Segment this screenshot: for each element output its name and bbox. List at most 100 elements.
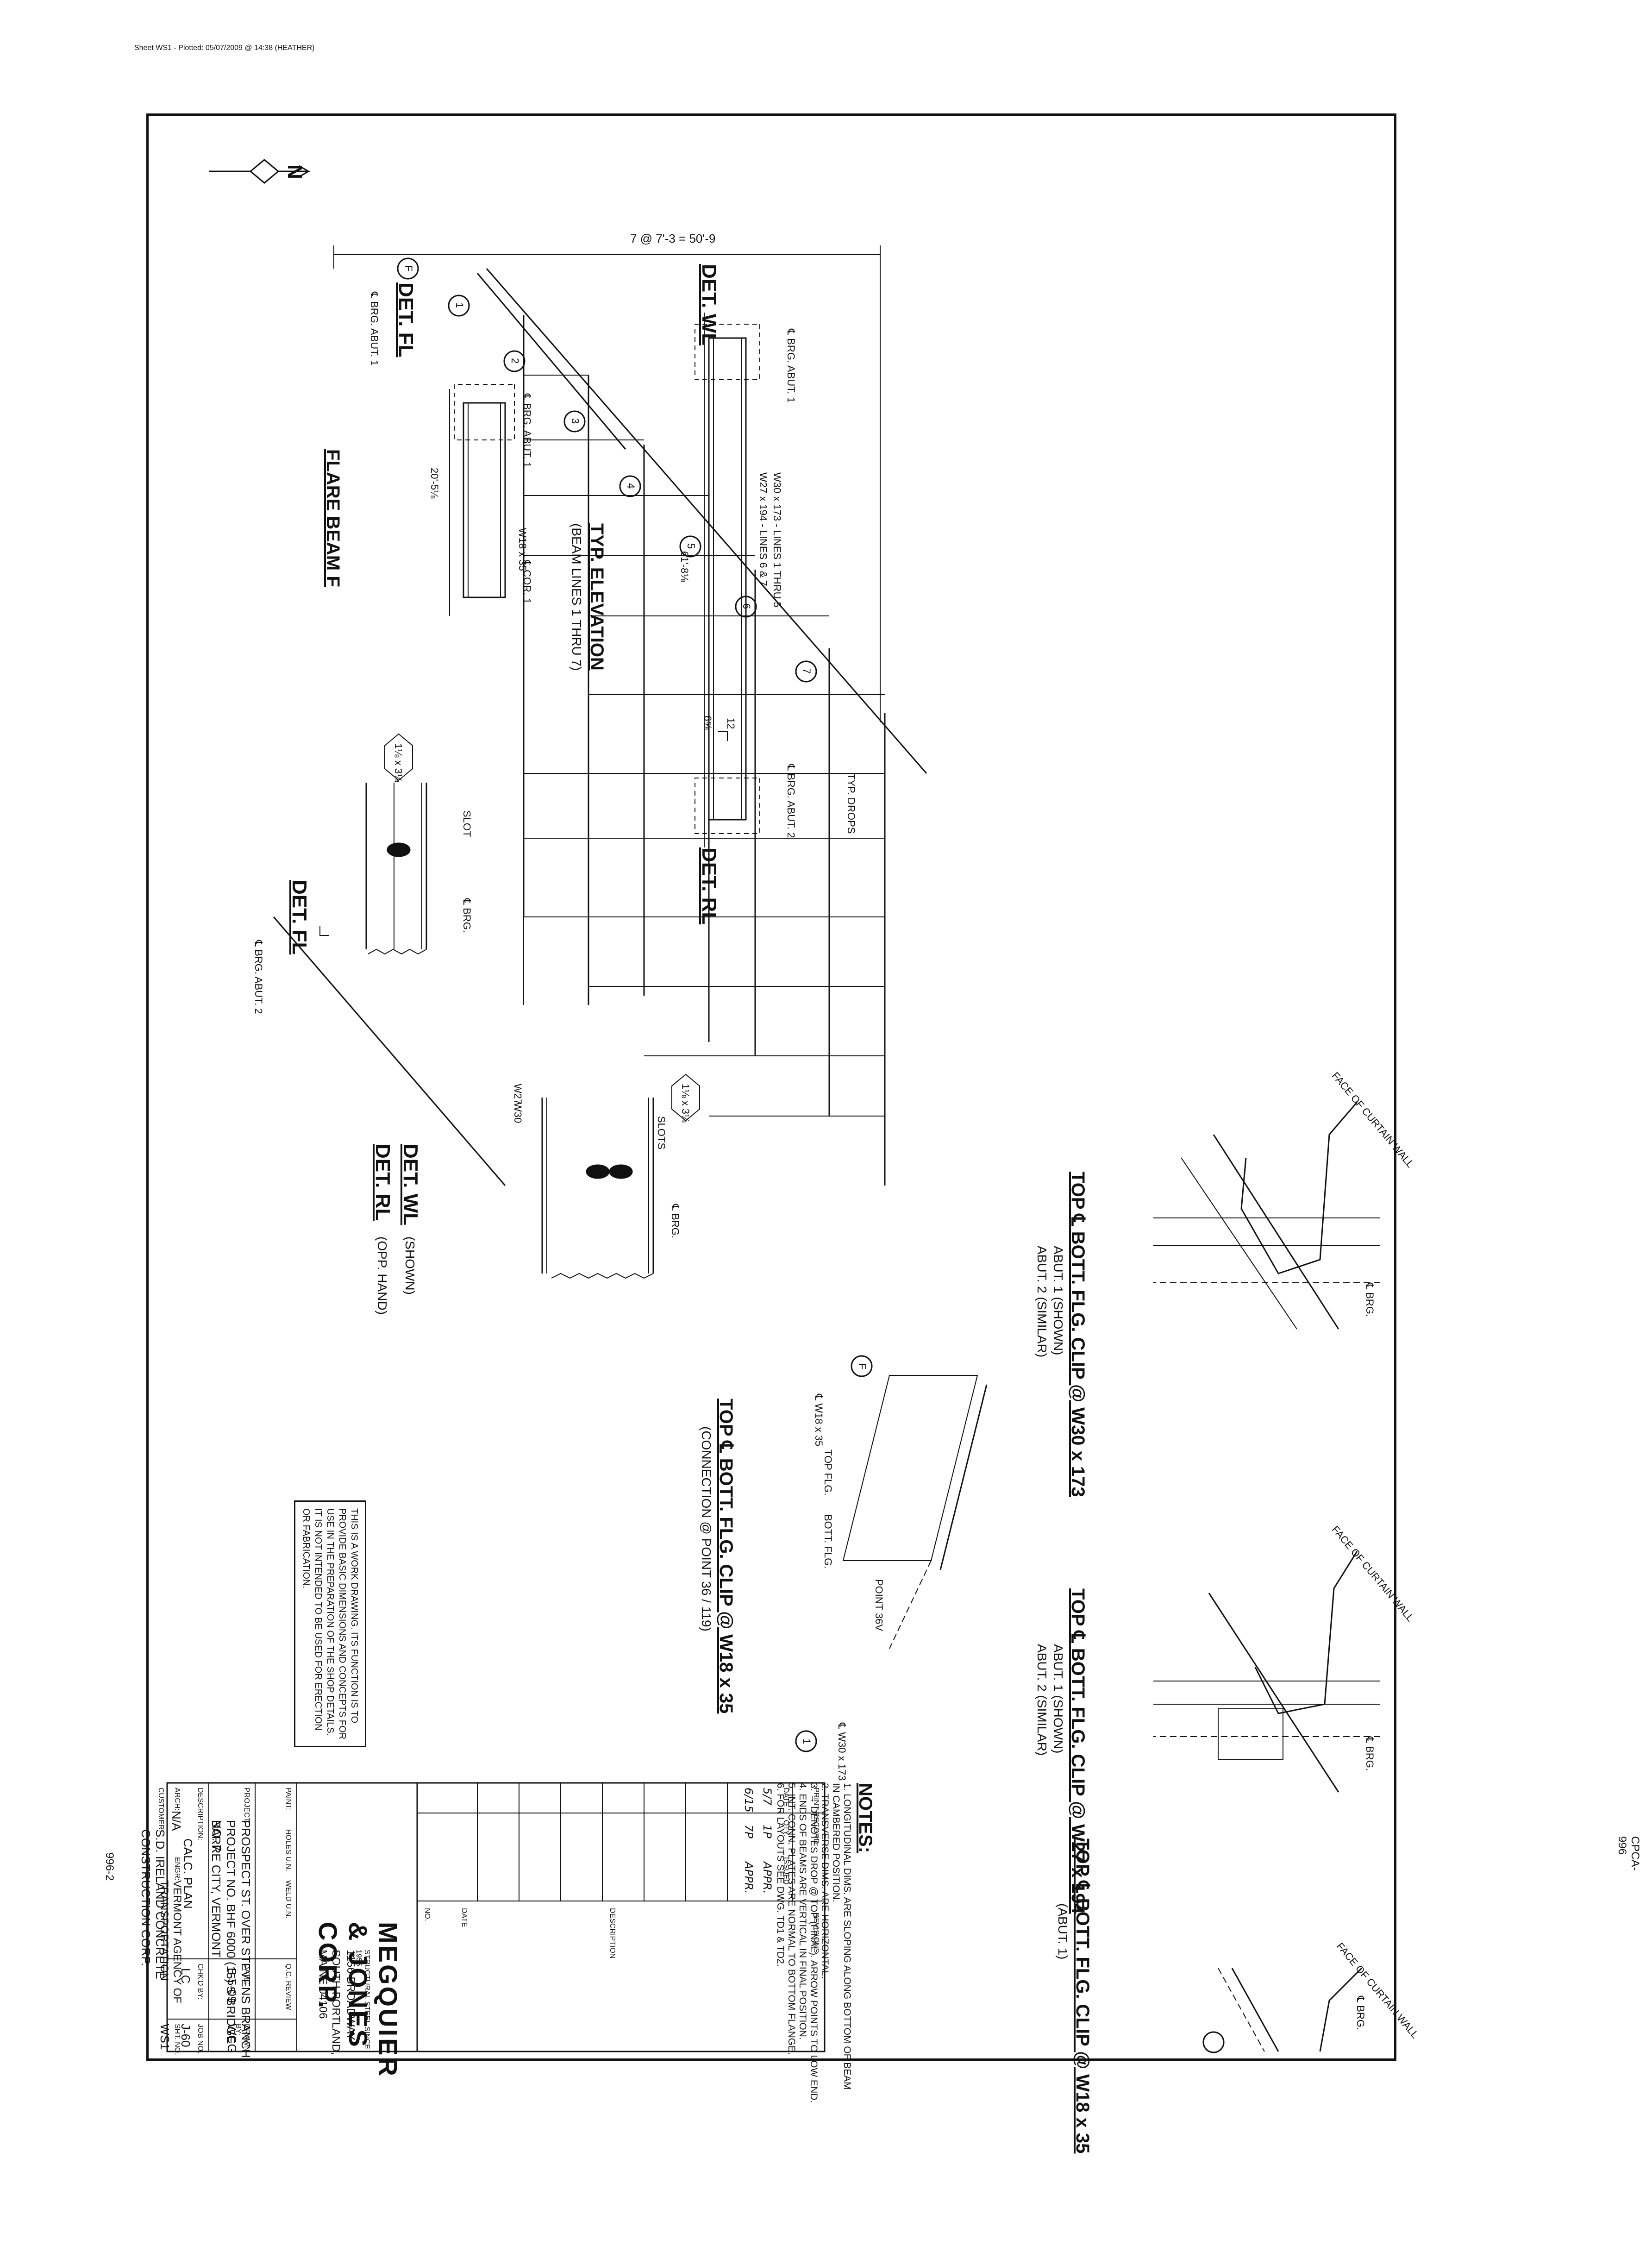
beam-line-6: 6 <box>741 603 752 609</box>
det-rl-callout: DET. RL <box>698 847 720 925</box>
typ-drops-label: TYP. DROPS <box>845 773 857 834</box>
det-wl-brg: ℄ BRG. <box>670 1204 681 1239</box>
note-line: 5. INT. CONN. PLATES ARE NORMAL TO BOTTO… <box>786 1783 797 2055</box>
det-rl-opp: (OPP. HAND) <box>375 1236 389 1315</box>
beam-line-2: 2 <box>509 358 521 364</box>
typ-elevation-subtitle: (BEAM LINES 1 THRU 7) <box>569 523 584 671</box>
footer-ref-right: CPCA-996 <box>1616 1836 1641 1871</box>
beam-note-1: W30 x 173 - LINES 1 THRU 5 <box>771 472 783 608</box>
drawing-geometry <box>166 159 1380 2053</box>
conn-w30-label: ℄ W30 x 173 <box>836 1723 848 1781</box>
sheet-no-label: SHT. NO. <box>173 2024 181 2055</box>
rev-col-no: NO. <box>423 1908 431 1921</box>
print-row-issued: APPR. <box>742 1862 755 1894</box>
det-wl-slot-size: 1⅛ x 3¼ <box>680 1084 691 1123</box>
det-wl-shown: (SHOWN) <box>403 1236 417 1295</box>
det-wl-slots-label: SLOTS <box>656 1116 667 1150</box>
weld-label: WELD U.N. <box>284 1880 292 1919</box>
note-line: 4. ENDS OF BEAMS ARE VERTICAL IN FINAL P… <box>797 1783 808 2040</box>
description-label: DESCRIPTION: <box>196 1788 204 1840</box>
clip-w18-geometry <box>1202 1967 1363 2053</box>
skew-run: 12 <box>725 718 737 729</box>
print-row-qty: 7P <box>742 1825 755 1838</box>
holes-label: HOLES U.N. <box>284 1829 292 1871</box>
flare-beam-geometry <box>449 384 515 616</box>
conn-detail-title: TOP ℄ BOTT. FLG. CLIP @ W18 x 35 <box>716 1399 736 1714</box>
print-row-qty: 1P <box>761 1825 774 1838</box>
drawing-area: N 7 @ 7'-3 = 50'-9 ℄ BRG. ABUT. 1 ℄ BRG.… <box>139 116 1421 2153</box>
title-block-frame <box>166 1782 826 2052</box>
paint-label: PAINT: <box>284 1788 292 1810</box>
clip-w30-title: TOP ℄ BOTT. FLG. CLIP @ W30 x 173 <box>1068 1172 1088 1497</box>
clip-w27-brg: ℄ BRG. <box>1364 1737 1376 1771</box>
note-line: 1. LONGITUDINAL DIMS. ARE SLOPING ALONG … <box>842 1783 852 2090</box>
arch-label: ARCH: <box>173 1788 181 1811</box>
flare-beam-title: FLARE BEAM F <box>323 449 343 587</box>
det-wl-callout: DET. WL <box>698 264 720 345</box>
conn-1-bubble: 1 <box>801 1738 813 1744</box>
clip-w18-brg: ℄ BRG. <box>1355 1996 1366 2031</box>
engr-label: ENGR: <box>173 1857 181 1881</box>
print-col-date: DATE <box>782 1788 790 1807</box>
flare-beam-brg: ℄ BRG. ABUT. 1 <box>521 394 533 468</box>
clip-w27-sub1: ABUT. 1 (SHOWN) <box>1051 1644 1065 1754</box>
beam-line-7: 7 <box>801 668 813 674</box>
note-line: 3. → DENOTES DROP @ TOP (FINAL). ARROW P… <box>808 1783 819 2103</box>
beam-line-5: 5 <box>685 543 697 549</box>
north-arrow-icon <box>209 159 311 184</box>
beam-note-2: W27 x 194 - LINES 6 & 7 <box>757 472 769 586</box>
revisions-heading: REVISIONS <box>812 1913 820 1953</box>
connection-detail-geometry <box>795 1355 988 1752</box>
abut2-brg-label: ℄ BRG. ABUT. 2 <box>253 940 264 1014</box>
clip-w30-sub1: ABUT. 1 (SHOWN) <box>1051 1246 1065 1355</box>
conn-point-label: POINT 36V <box>873 1579 885 1631</box>
print-row-date: 5/7 <box>761 1788 774 1806</box>
clip-w27-sub2: ABUT. 2 (SIMILAR) <box>1035 1644 1049 1756</box>
footer-ref-left: 996-2 <box>103 1852 116 1881</box>
clip-w27-geometry <box>1153 1551 1380 1793</box>
plot-header: Sheet WS1 - Plotted: 05/07/2009 @ 14:38 … <box>134 44 315 52</box>
elevation-brg2: ℄ BRG. ABUT. 2 <box>785 764 797 838</box>
note-line: 2. TRANSVERSE DIMS. ARE HORIZONTAL. <box>820 1783 830 1979</box>
company-address-1: 1156 BROADWAY <box>344 1950 357 2040</box>
arch-value: N/A <box>169 1811 183 1831</box>
clip-w30-geometry <box>1153 1102 1380 1330</box>
det-wl-w27: W27 <box>512 1084 524 1105</box>
conn-top-flg: TOP FLG. <box>822 1449 834 1496</box>
conn-f-bubble: F <box>857 1363 868 1370</box>
sheet-border <box>146 113 1396 2061</box>
notes-heading: NOTES: <box>855 1783 876 1853</box>
print-record-heading: PRINT RECORD <box>812 1788 820 1844</box>
flare-beam-length: 20'-5⅛ <box>429 468 440 499</box>
work-drawing-disclaimer: THIS IS A WORK DRAWING. ITS FUNCTION IS … <box>294 1500 366 1747</box>
det-fl-geometry <box>365 733 427 955</box>
clip-w30-brg: ℄ BRG. <box>1364 1283 1376 1317</box>
print-row-issued: APPR. <box>761 1862 774 1894</box>
typ-elevation-title: TYP. ELEVATION <box>587 523 607 671</box>
notes-list: 1. LONGITUDINAL DIMS. ARE SLOPING ALONG … <box>775 1783 852 2246</box>
clip-w30-sub2: ABUT. 2 (SIMILAR) <box>1035 1246 1049 1358</box>
drawn-value: WCG <box>225 2024 239 2053</box>
rev-col-date: DATE <box>460 1908 468 1927</box>
elevation-length: 61'-8⅛ <box>679 551 690 582</box>
project-line-1: PROSPECT ST. OVER STEVENS BRANCH <box>239 1820 253 2058</box>
date-value: 5-5-09 <box>225 1968 239 2003</box>
det-rl-title: DET. RL <box>371 1144 394 1221</box>
conn-w18-label: ℄ W18 x 35 <box>813 1394 825 1447</box>
project-line-3: BARRE CITY, VERMONT <box>209 1820 223 1958</box>
beam-line-3: 3 <box>569 418 581 424</box>
beam-line-4: 4 <box>625 483 637 489</box>
clip-w18-sub: (ABUT. 1) <box>1056 1903 1070 1960</box>
job-label: JOB NO. <box>196 2024 204 2054</box>
conn-bott-flg: BOTT. FLG. <box>822 1514 834 1569</box>
beam-line-f: F <box>403 265 414 272</box>
overall-dimension: 7 @ 7'-3 = 50'-9 <box>630 232 716 245</box>
det-wl-title: DET. WL <box>399 1144 422 1225</box>
det-fl-slot-size: 1⅛ x 3¼ <box>393 743 404 783</box>
note-line: 6. FOR LAYOUTS SEE DWG. TD1 & TD2. <box>775 1783 786 1967</box>
note-line: IN CAMBERED POSITION. <box>831 1783 841 1902</box>
project-label: PROJECT: <box>243 1788 250 1824</box>
typ-elevation-geometry <box>695 313 760 847</box>
flare-beam-cor: ℄ COR. 1 <box>521 560 533 604</box>
abut1-brg-label: ℄ BRG. ABUT. 1 <box>369 292 380 366</box>
